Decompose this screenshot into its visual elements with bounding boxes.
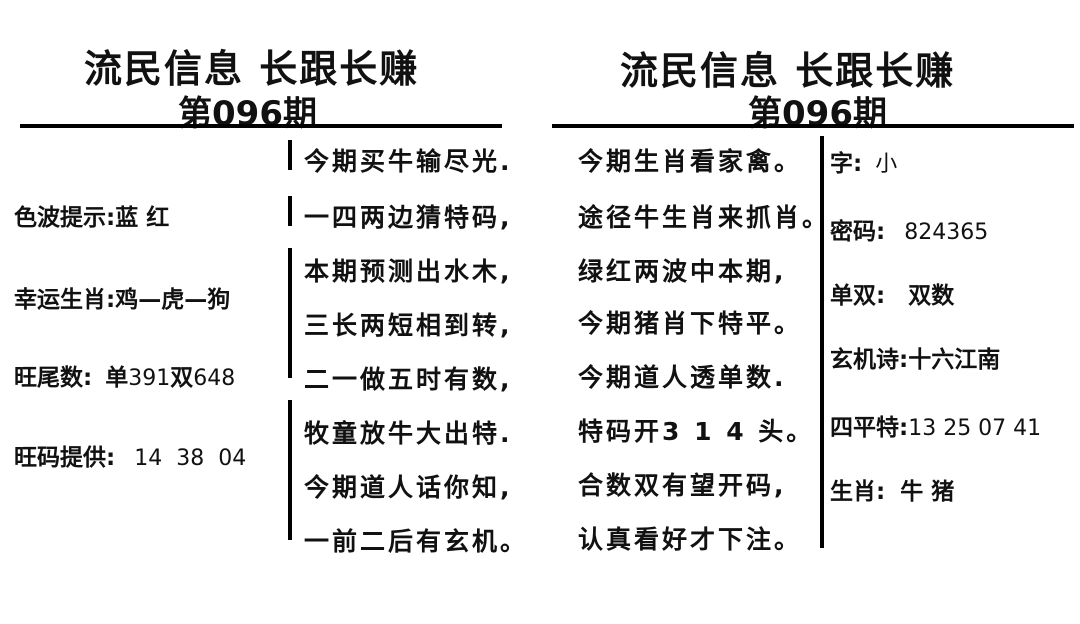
right-header-rule	[552, 124, 1074, 128]
hot-code-value: 14 38 04	[134, 446, 247, 471]
right-poem-line: 特码开3 1 4 头。	[578, 417, 815, 446]
left-poem-line: 三长两短相到转,	[304, 311, 513, 340]
four-special-value: 13 25 07 41	[908, 416, 1042, 441]
color-hint-value: 蓝 红	[115, 205, 170, 231]
tail-number-label: 旺尾数:	[14, 365, 93, 391]
lucky-zodiac-value: 鸡—虎—狗	[115, 287, 231, 313]
zi-value: 小	[875, 152, 898, 177]
left-divider-1	[288, 140, 292, 170]
odd-even-value: 双数	[908, 283, 955, 309]
tail-single-nums: 391	[128, 366, 171, 391]
right-poem-line: 今期猪肖下特平。	[578, 309, 803, 338]
zodiac-row: 生肖: 牛 猪	[830, 472, 954, 506]
left-poem-line: 二一做五时有数,	[304, 365, 513, 394]
lucky-zodiac-label: 幸运生肖:	[14, 287, 116, 313]
left-divider-2	[288, 196, 292, 226]
left-poem-line: 今期买牛输尽光.	[304, 147, 513, 176]
color-hint-label: 色波提示:	[14, 205, 116, 231]
zodiac-value: 牛 猪	[900, 479, 955, 505]
zi-label: 字:	[830, 151, 863, 177]
color-hint-row: 色波提示:蓝 红	[14, 198, 169, 232]
four-special-label: 四平特:	[830, 415, 909, 441]
zi-row: 字: 小	[830, 144, 897, 178]
hot-code-row: 旺码提供: 14 38 04	[14, 438, 246, 472]
tail-number-row: 旺尾数: 单391双648	[14, 358, 235, 392]
password-value: 824365	[904, 220, 989, 245]
right-poem-line: 合数双有望开码,	[578, 471, 787, 500]
odd-even-row: 单双: 双数	[830, 276, 954, 310]
hot-code-label: 旺码提供:	[14, 445, 116, 471]
password-row: 密码: 824365	[830, 212, 988, 246]
password-label: 密码:	[830, 219, 886, 245]
four-special-row: 四平特:13 25 07 41	[830, 408, 1041, 442]
odd-even-label: 单双:	[830, 283, 886, 309]
left-title: 流民信息 长跟长赚	[84, 47, 420, 91]
left-divider-3	[288, 248, 292, 378]
tail-single-label: 单	[105, 365, 129, 391]
left-poem-line: 本期预测出水木,	[304, 257, 513, 286]
right-poem-line: 认真看好才下注。	[578, 525, 803, 554]
left-divider-4	[288, 400, 292, 540]
mystery-poem-row: 玄机诗:十六江南	[830, 340, 1000, 374]
lucky-zodiac-row: 幸运生肖:鸡—虎—狗	[14, 280, 230, 314]
siping-bar	[820, 404, 824, 434]
mystery-poem-label: 玄机诗:	[830, 347, 909, 373]
right-poem-line: 今期生肖看家禽。	[578, 147, 803, 176]
left-header-rule	[20, 124, 502, 128]
right-poem-line: 今期道人透单数.	[578, 363, 787, 392]
left-poem-line: 一四两边猜特码,	[304, 203, 513, 232]
zodiac-label: 生肖:	[830, 479, 886, 505]
right-title: 流民信息 长跟长赚	[620, 49, 956, 93]
left-poem-line: 牧童放牛大出特.	[304, 419, 513, 448]
left-poem-line: 一前二后有玄机。	[304, 527, 529, 556]
tail-double-nums: 648	[193, 366, 236, 391]
tail-double-label: 双	[170, 365, 194, 391]
right-poem-line: 途径牛生肖来抓肖。	[578, 203, 831, 232]
right-divider	[820, 136, 824, 548]
right-poem-line: 绿红两波中本期,	[578, 257, 787, 286]
mystery-poem-value: 十六江南	[908, 347, 1001, 373]
left-poem-line: 今期道人话你知,	[304, 473, 513, 502]
